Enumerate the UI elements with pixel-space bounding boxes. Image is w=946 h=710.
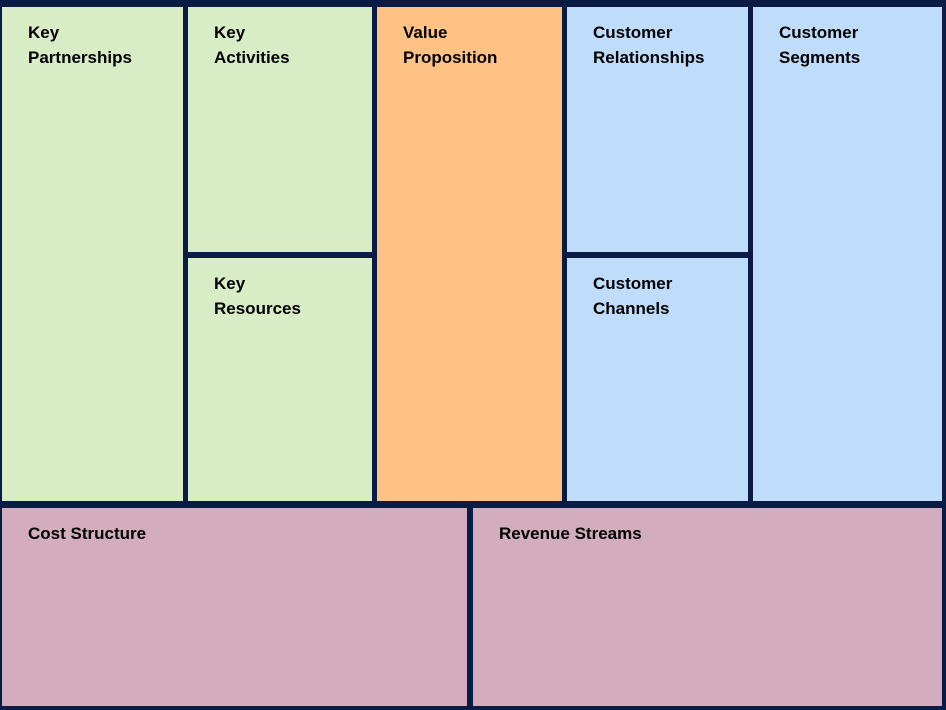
customer-relationships-label: Customer Relationships <box>593 23 705 67</box>
customer-segments-label: Customer Segments <box>779 23 861 67</box>
cell-customer-channels: Customer Channels <box>567 258 748 501</box>
revenue-streams-label: Revenue Streams <box>499 524 642 543</box>
cell-key-resources: Key Resources <box>188 258 372 501</box>
key-activities-label: Key Activities <box>214 23 290 67</box>
cost-structure-label: Cost Structure <box>28 524 147 543</box>
cell-customer-relationships: Customer Relationships <box>567 7 748 252</box>
cell-cost-structure: Cost Structure <box>2 508 467 706</box>
key-partnerships-label: Key Partnerships <box>28 23 132 67</box>
cell-customer-segments: Customer Segments <box>753 7 942 501</box>
customer-channels-label: Customer Channels <box>593 274 673 318</box>
cell-key-activities: Key Activities <box>188 7 372 252</box>
cell-revenue-streams: Revenue Streams <box>473 508 942 706</box>
cell-key-partnerships: Key Partnerships <box>2 7 183 501</box>
value-proposition-label: Value Proposition <box>403 23 498 67</box>
key-resources-label: Key Resources <box>214 274 301 318</box>
cell-value-proposition: Value Proposition <box>377 7 562 501</box>
